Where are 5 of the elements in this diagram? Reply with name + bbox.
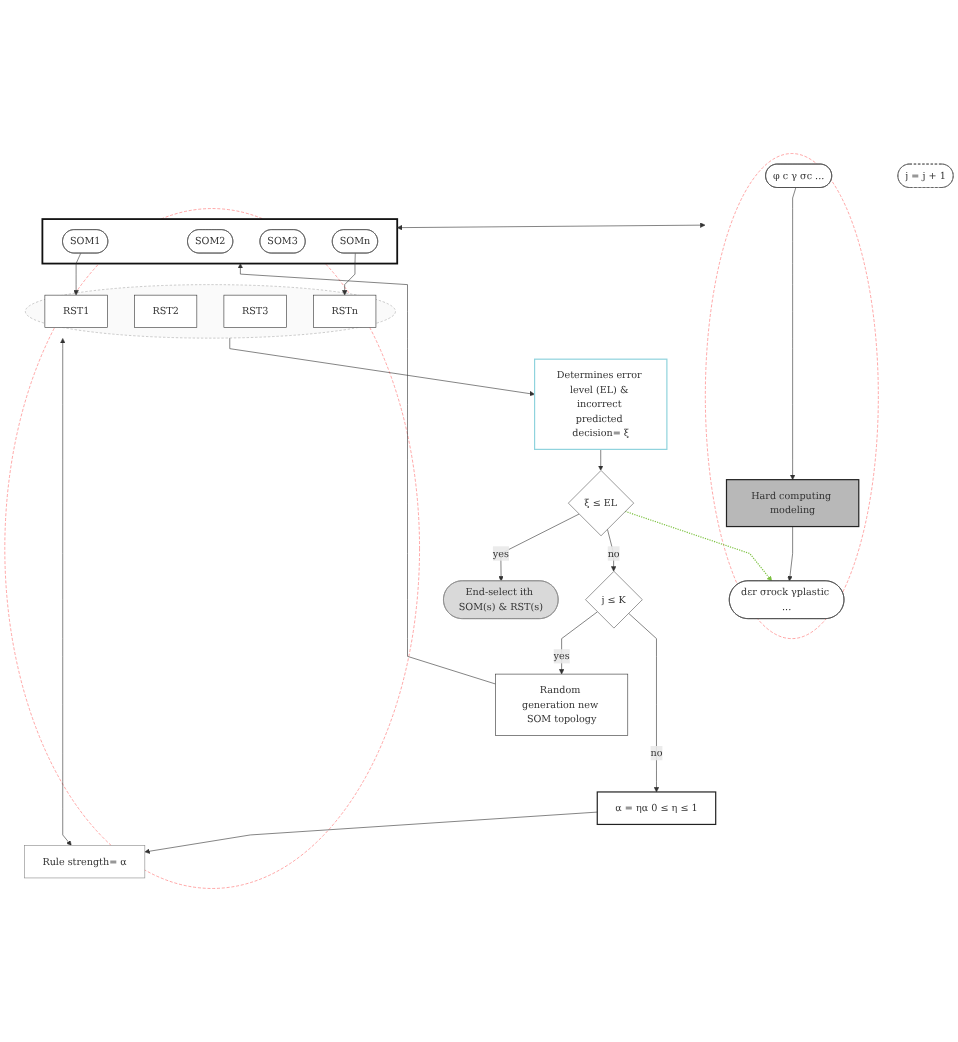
cluster (25, 284, 396, 339)
cluster (705, 153, 879, 639)
arrow (624, 510, 773, 582)
cluster (41, 218, 399, 265)
cluster (4, 208, 420, 889)
